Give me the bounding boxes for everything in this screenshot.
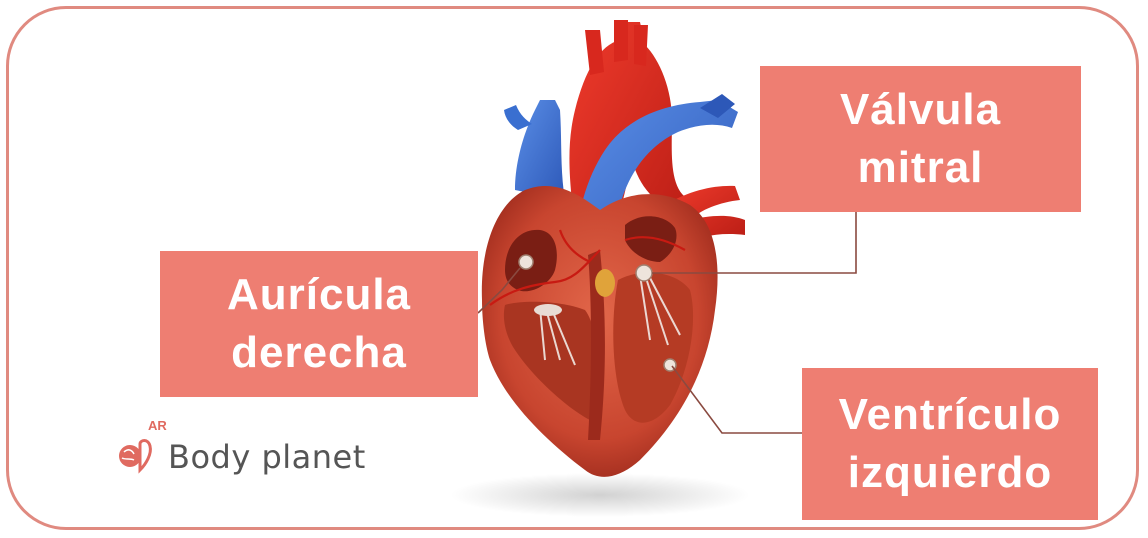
- vena-cava-branch: [504, 105, 532, 130]
- label-auricula-derecha-line2: derecha: [231, 324, 407, 382]
- label-ventriculo-izquierdo-line1: Ventrículo: [839, 386, 1062, 444]
- label-valvula-mitral-line1: Válvula: [840, 81, 1001, 139]
- heart-shadow: [450, 473, 750, 517]
- tricuspid-valve: [534, 304, 562, 316]
- label-valvula-mitral-line2: mitral: [858, 139, 984, 197]
- label-ventriculo-izquierdo-line2: izquierdo: [848, 444, 1053, 502]
- atrium-valve-node: [519, 255, 533, 269]
- label-valvula-mitral: Válvula mitral: [760, 66, 1081, 212]
- mitral-valve-node: [636, 265, 652, 281]
- body-planet-logo: AR Body planet: [118, 418, 378, 478]
- label-auricula-derecha-line1: Aurícula: [227, 266, 411, 324]
- aortic-valve: [595, 269, 615, 297]
- label-auricula-derecha: Aurícula derecha: [160, 251, 478, 397]
- logo-brand-text: Body planet: [168, 438, 366, 476]
- logo-ar-mark: AR: [148, 418, 167, 433]
- superior-vena-cava: [515, 100, 565, 200]
- label-ventriculo-izquierdo: Ventrículo izquierdo: [802, 368, 1098, 520]
